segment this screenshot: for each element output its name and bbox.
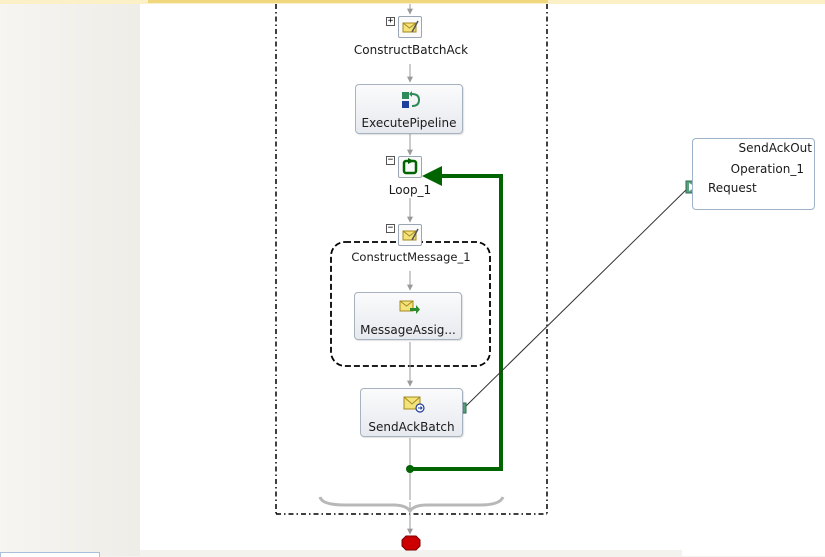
construct-message-icon (398, 16, 422, 38)
loop-label[interactable]: Loop_1 (388, 183, 432, 197)
construct-batch-ack-label[interactable]: ConstructBatchAck (353, 43, 469, 57)
outer-scope-border (275, 4, 548, 515)
expression-icon (402, 91, 421, 108)
port-binding-line (465, 185, 691, 407)
send-ack-batch-label: SendAckBatch (368, 420, 455, 434)
designer-margin-left (0, 4, 140, 556)
execute-pipeline-shape[interactable]: ExecutePipeline (355, 84, 463, 134)
collapse-icon[interactable]: − (386, 155, 395, 165)
construct-message-label[interactable]: ConstructMessage_1 (351, 250, 471, 264)
port-message[interactable]: Request (708, 181, 757, 195)
message-assignment-icon (399, 300, 420, 314)
port-name: SendAckOut (738, 141, 812, 155)
send-ack-batch-shape[interactable]: SendAckBatch (360, 388, 463, 437)
execute-pipeline-label: ExecutePipeline (361, 116, 457, 130)
expand-icon[interactable]: + (386, 16, 395, 26)
message-assignment-shape[interactable]: MessageAssig... (354, 292, 462, 340)
port-surface[interactable] (682, 4, 825, 556)
bottom-tab[interactable] (0, 552, 100, 557)
message-assignment-label: MessageAssig... (360, 323, 456, 337)
port-operation[interactable]: Operation_1 (730, 162, 804, 176)
send-icon (403, 396, 425, 413)
construct-message-icon (398, 224, 422, 246)
port-send-ack-out[interactable]: SendAckOut Operation_1 Request (692, 138, 815, 210)
loop-icon (398, 156, 422, 178)
end-brace (318, 496, 505, 514)
collapse-icon[interactable]: − (386, 223, 395, 233)
end-shape (401, 535, 421, 551)
loop-back-arrow (406, 166, 503, 473)
top-strip-accent (148, 0, 548, 3)
